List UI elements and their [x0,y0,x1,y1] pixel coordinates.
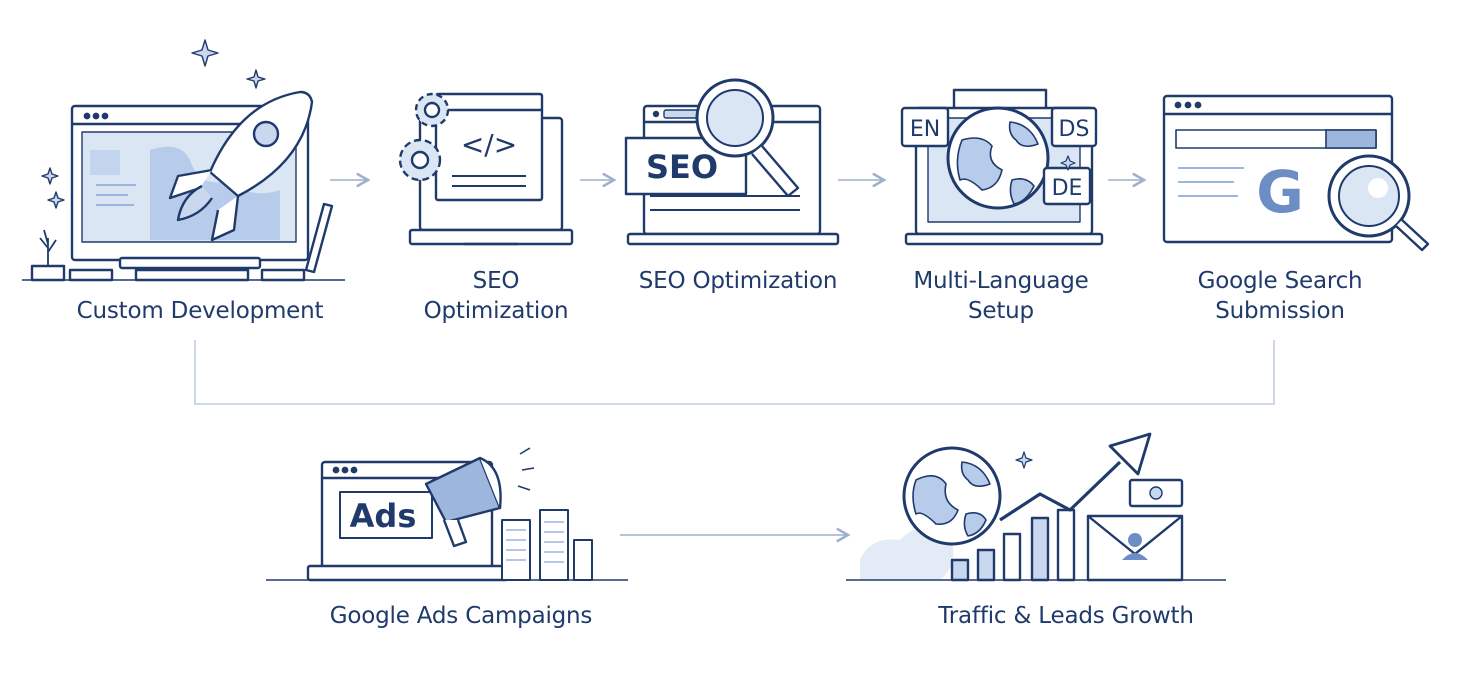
row-connector-line [194,340,1275,405]
step-label-custom-development: Custom Development [76,298,324,324]
step-label-google-ads-campaigns: Google Ads Campaigns [329,603,593,629]
lang-tag-en: EN [910,117,940,142]
step-label-seo-optimization: SEO Optimization [423,268,569,324]
lang-tag-de: DE [1052,176,1083,201]
gears-code-window-icon: </> [398,92,574,246]
step-label-google-search-submission: Google Search Submission [1197,268,1363,324]
rocket-monitor-icon [22,39,345,282]
lang-tag-ds: DS [1059,117,1090,142]
seo-magnifier-laptop-icon: SEO [624,78,840,246]
code-glyph: </> [461,128,517,161]
step-label-multi-language-setup: Multi-Language Setup [913,268,1089,324]
google-search-browser-icon [1162,94,1430,252]
globe-language-tags-icon [900,88,1104,246]
ads-badge-text: Ads [350,497,417,535]
seo-badge-text: SEO [646,148,718,186]
google-g-logo: G [1256,158,1304,226]
ads-megaphone-laptop-icon [266,447,628,582]
step-label-traffic-leads-growth: Traffic & Leads Growth [938,603,1194,629]
step-label-seo-optimization-2: SEO Optimization [638,268,838,294]
globe-growth-chart-icon [846,432,1226,582]
